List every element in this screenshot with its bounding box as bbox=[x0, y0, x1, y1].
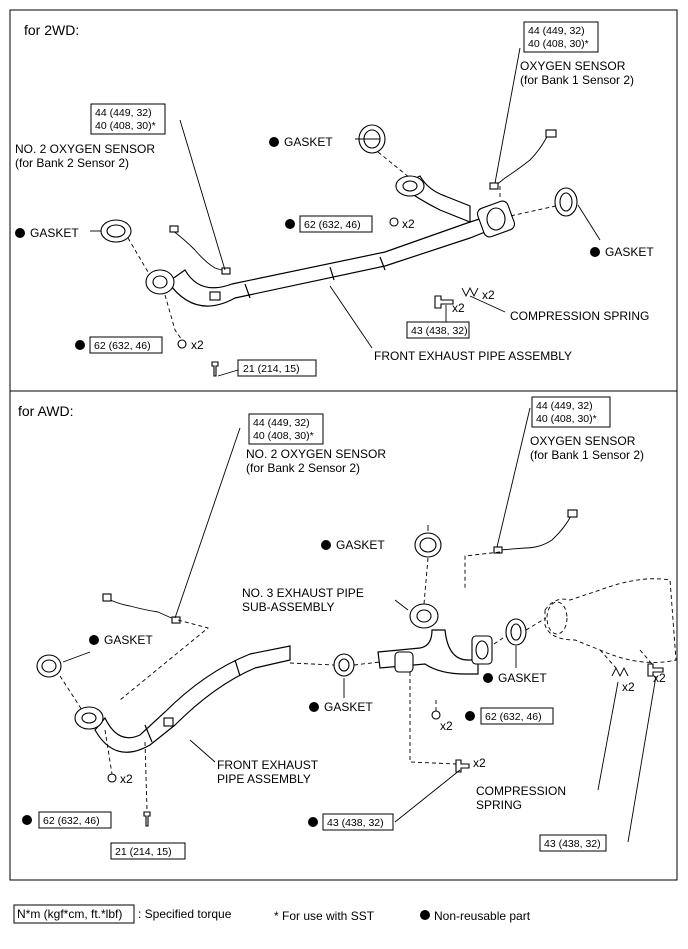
gasket-awd-upper: GASKET bbox=[336, 538, 385, 552]
torque-nut-2wd-left: 62 (632, 46) bbox=[94, 340, 151, 352]
legend-torque-text: N*m (kgf*cm, ft.*lbf) bbox=[17, 907, 122, 921]
nut-awd-left bbox=[107, 773, 117, 783]
oxy-torque-awd-2: 40 (408, 30)* bbox=[536, 413, 597, 425]
gasket-awd-mid: GASKET bbox=[324, 700, 373, 714]
non-reusable-dot bbox=[15, 228, 25, 238]
gasket-2wd-top: GASKET bbox=[284, 135, 333, 149]
compression-spring-2wd: COMPRESSION SPRING bbox=[510, 309, 649, 323]
x2-nut-2wd-mid: x2 bbox=[402, 217, 415, 231]
no3-pipe-label-2: SUB-ASSEMBLY bbox=[242, 600, 334, 614]
torque-nut-awd-mid: 62 (632, 46) bbox=[485, 711, 542, 723]
torque-43-awd-right: 43 (438, 32) bbox=[544, 838, 601, 850]
gasket-2wd-left: GASKET bbox=[30, 226, 79, 240]
no2-sensor-awd-label: NO. 2 OXYGEN SENSOR bbox=[246, 447, 386, 461]
gasket-awd-right: GASKET bbox=[498, 671, 547, 685]
panel-awd-frame bbox=[9, 390, 678, 881]
no2-torque-awd-2: 40 (408, 30)* bbox=[253, 430, 314, 442]
x2-nut-awd-left: x2 bbox=[120, 772, 133, 786]
no2-sensor-2wd-sub: (for Bank 2 Sensor 2) bbox=[15, 156, 129, 170]
bolt-awd-mid bbox=[455, 759, 470, 773]
oxy-sensor-awd-label: OXYGEN SENSOR bbox=[530, 434, 636, 448]
legend-non-reusable: Non-reusable part bbox=[434, 909, 531, 923]
non-reusable-dot bbox=[269, 137, 279, 147]
x2-nut-2wd-left: x2 bbox=[191, 338, 204, 352]
torque-bolt-2wd: 43 (438, 32) bbox=[411, 325, 468, 337]
torque-nut-awd-left: 62 (632, 46) bbox=[43, 815, 100, 827]
gasket-awd-left: GASKET bbox=[104, 633, 153, 647]
non-reusable-dot bbox=[309, 702, 319, 712]
bolt-2wd bbox=[434, 295, 454, 309]
front-exhaust-pipe-2wd bbox=[145, 175, 516, 307]
bolt-awd-right bbox=[647, 663, 664, 677]
x2-bolt-awd-mid: x2 bbox=[473, 756, 486, 770]
front-exhaust-pipe-awd bbox=[74, 645, 291, 753]
oxy-sensor-awd-sub: (for Bank 1 Sensor 2) bbox=[530, 448, 644, 462]
x2-spring-2wd: x2 bbox=[482, 288, 495, 302]
oxy-sensor-2wd-sub: (for Bank 1 Sensor 2) bbox=[520, 73, 634, 87]
gasket-ring-2wd-right bbox=[554, 187, 578, 217]
gasket-ring-awd-left bbox=[36, 654, 62, 678]
x2-nut-awd-mid: x2 bbox=[440, 719, 453, 733]
non-reusable-dot bbox=[285, 219, 295, 229]
gasket-ring-awd-right bbox=[505, 618, 527, 646]
oxy-sensor-2wd-label: OXYGEN SENSOR bbox=[520, 59, 626, 73]
no3-pipe-label-1: NO. 3 EXHAUST PIPE bbox=[242, 586, 364, 600]
non-reusable-dot bbox=[590, 247, 600, 257]
legend-torque-desc: : Specified torque bbox=[138, 907, 232, 921]
compression-awd-2: SPRING bbox=[476, 798, 522, 812]
nut-awd-mid bbox=[431, 710, 441, 720]
oxygen-sensor-2wd bbox=[494, 134, 549, 187]
torque-nut-2wd-mid: 62 (632, 46) bbox=[304, 219, 361, 231]
nut-2wd-left bbox=[177, 339, 187, 349]
catalytic-converter bbox=[544, 578, 677, 663]
panel-2wd-title: for 2WD: bbox=[24, 22, 79, 38]
oxy-torque-awd-1: 44 (449, 32) bbox=[536, 400, 593, 412]
non-reusable-dot bbox=[308, 817, 318, 827]
gasket-2wd-right: GASKET bbox=[605, 245, 654, 259]
no2-torque-2wd-2: 40 (408, 30)* bbox=[95, 120, 156, 132]
bolt-2wd-21 bbox=[211, 361, 219, 377]
x2-bolt-2wd: x2 bbox=[452, 301, 465, 315]
no3-exhaust-pipe bbox=[377, 603, 493, 675]
gasket-ring-awd-mid bbox=[333, 653, 355, 677]
non-reusable-dot bbox=[483, 673, 493, 683]
spring-awd bbox=[611, 666, 629, 678]
spring-2wd bbox=[461, 286, 479, 298]
x2-bolt-awd-right: x2 bbox=[653, 671, 666, 685]
non-reusable-dot bbox=[321, 540, 331, 550]
torque-21-awd: 21 (214, 15) bbox=[115, 846, 172, 858]
bolt-awd-21 bbox=[143, 811, 151, 827]
compression-awd-1: COMPRESSION bbox=[476, 784, 566, 798]
oxy-torque-2wd-1: 44 (449, 32) bbox=[528, 25, 585, 37]
panel-awd-title: for AWD: bbox=[18, 403, 74, 419]
gasket-ring-awd-upper bbox=[414, 532, 442, 558]
no2-oxygen-sensor-awd bbox=[105, 597, 177, 621]
front-pipe-2wd-label: FRONT EXHAUST PIPE ASSEMBLY bbox=[374, 349, 572, 363]
legend-torque-box bbox=[13, 904, 135, 924]
legend-non-reusable-dot bbox=[420, 910, 430, 920]
x2-spring-awd: x2 bbox=[622, 680, 635, 694]
gasket-ring-2wd-left bbox=[100, 219, 132, 243]
non-reusable-dot bbox=[89, 635, 99, 645]
non-reusable-dot bbox=[465, 711, 475, 721]
torque-43-awd-mid: 43 (438, 32) bbox=[327, 817, 384, 829]
no2-torque-2wd-1: 44 (449, 32) bbox=[95, 107, 152, 119]
torque-21-2wd: 21 (214, 15) bbox=[243, 363, 300, 375]
no2-sensor-2wd-label: NO. 2 OXYGEN SENSOR bbox=[15, 142, 155, 156]
front-pipe-awd-1: FRONT EXHAUST bbox=[217, 758, 319, 772]
no2-torque-awd-1: 44 (449, 32) bbox=[253, 417, 310, 429]
nut-2wd-mid bbox=[389, 217, 399, 227]
non-reusable-dot bbox=[22, 815, 32, 825]
oxygen-sensor-awd bbox=[499, 513, 573, 551]
no2-oxygen-sensor-2wd bbox=[171, 229, 229, 273]
legend-sst-note: * For use with SST bbox=[274, 909, 375, 923]
front-pipe-awd-2: PIPE ASSEMBLY bbox=[217, 772, 311, 786]
non-reusable-dot bbox=[75, 340, 85, 350]
no2-sensor-awd-sub: (for Bank 2 Sensor 2) bbox=[246, 461, 360, 475]
oxy-torque-2wd-2: 40 (408, 30)* bbox=[528, 38, 589, 50]
